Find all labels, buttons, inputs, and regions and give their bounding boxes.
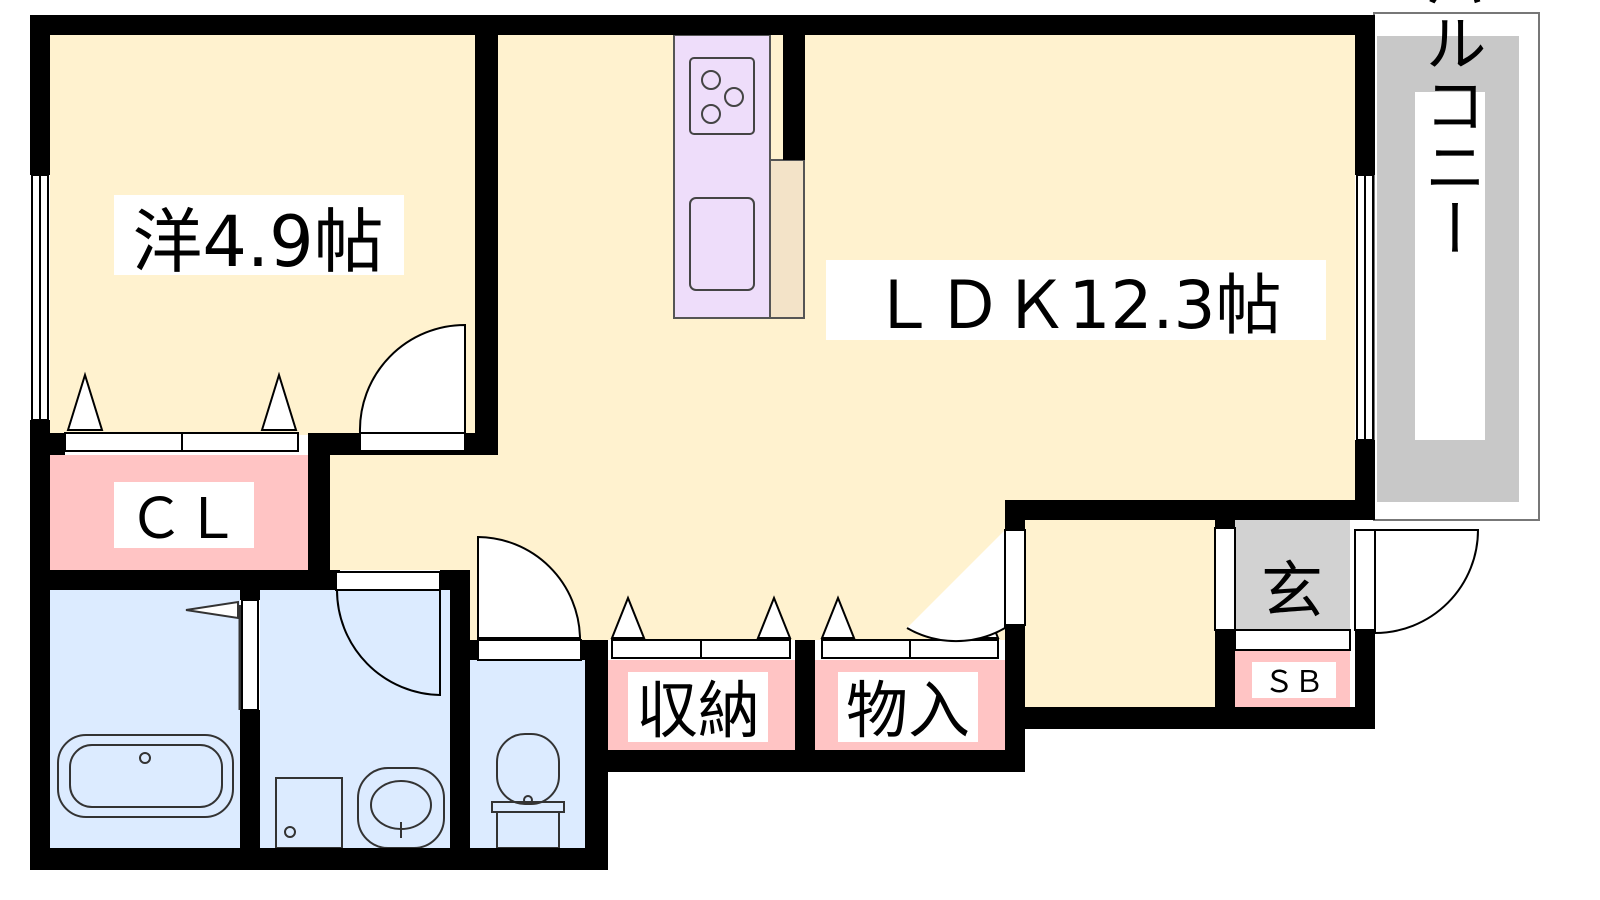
- closet-label: ＣＬ: [128, 487, 240, 552]
- storeroom-label: 物入: [846, 674, 970, 747]
- stove-icon: [689, 57, 755, 135]
- ldk-label: ＬＤＫ12.3帖: [871, 267, 1282, 344]
- entrance-floor: [1235, 520, 1350, 650]
- sink-icon: [689, 197, 755, 291]
- toilet-floor: [470, 660, 585, 848]
- walls: [30, 15, 1375, 870]
- bathroom-floor: [50, 590, 240, 848]
- balcony-label: バルコニー: [1414, 0, 1487, 259]
- room-labels: 洋4.9帖 ＬＤＫ12.3帖 ＣＬ 収納 物入 玄 ＳＢ バルコニー: [114, 0, 1487, 747]
- kitchen-counter: [673, 34, 805, 319]
- entrance-label: 玄: [1261, 554, 1323, 627]
- sliding-door-tracks: [64, 432, 1351, 659]
- storage-label: 収納: [636, 674, 760, 747]
- shower-icon: [185, 600, 242, 710]
- door-swing-icon: [335, 323, 1480, 697]
- hall-floor: [1025, 520, 1215, 710]
- western-room-label: 洋4.9帖: [132, 201, 383, 283]
- shoebox-label: ＳＢ: [1264, 665, 1324, 700]
- washroom-floor: [260, 590, 450, 848]
- bathtub-icon: [57, 734, 234, 818]
- window-icon: [31, 174, 1374, 711]
